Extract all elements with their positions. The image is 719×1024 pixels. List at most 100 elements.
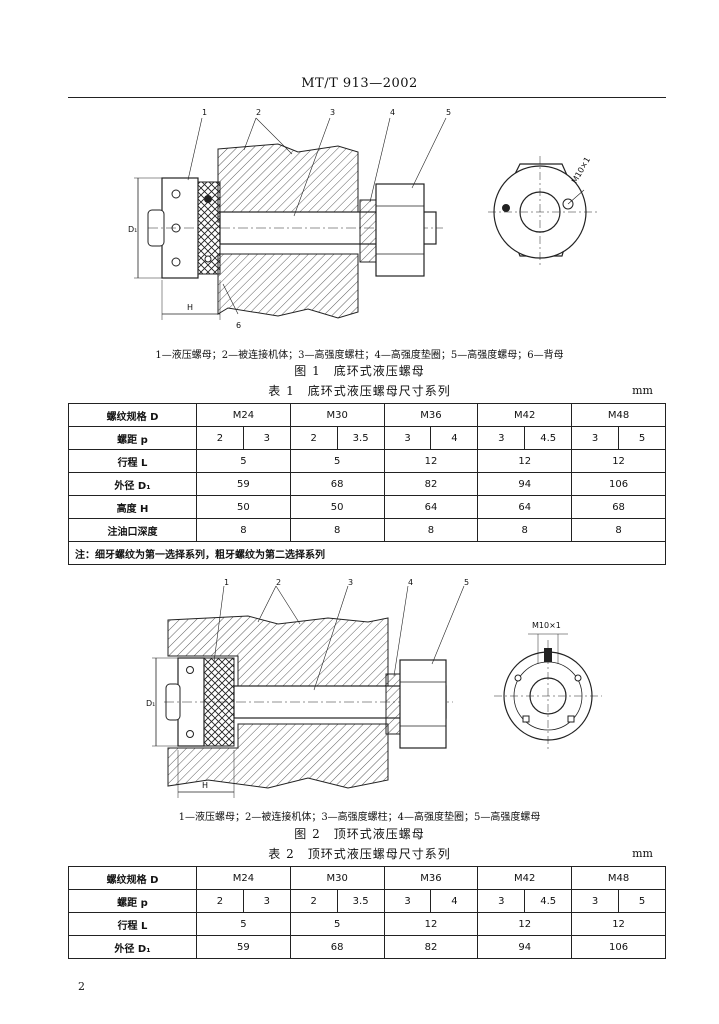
- table-cell: 5: [289, 449, 385, 473]
- table-cell: 3: [477, 889, 526, 913]
- table-row: 螺纹规格 D M24 M30 M36 M42 M48: [68, 866, 666, 890]
- figure-1-title: 图 1 底环式液压螺母: [294, 364, 425, 378]
- page-number: 2: [78, 980, 85, 993]
- table-cell: 12: [383, 912, 479, 936]
- table-cell: M42: [477, 866, 573, 890]
- table-cell: 12: [477, 449, 573, 473]
- figure-1-drawing: 1 2 3 4 5 6 D₁ H M10×1: [68, 104, 666, 336]
- table-row-label: 注油口深度: [68, 518, 197, 542]
- table-cell: 4.5: [524, 889, 573, 913]
- table-cell: 5: [196, 912, 291, 936]
- table-cell: 8: [289, 518, 385, 542]
- table-cell: M48: [571, 403, 666, 427]
- table-cell: 2: [196, 889, 244, 913]
- table-row-label: 高度 H: [68, 495, 197, 519]
- table-1-title: 表 1 底环式液压螺母尺寸系列: [268, 384, 451, 398]
- table-row: 外径 D₁ 59 68 82 94 106: [68, 935, 666, 959]
- header-rule: [68, 97, 666, 98]
- table-cell: 3: [383, 889, 432, 913]
- table-row-label: 螺距 p: [68, 889, 197, 913]
- table-row-label: 行程 L: [68, 912, 197, 936]
- figure-2-drawing: 1 2 3 4 5 D₁ H M10×1: [68, 578, 666, 802]
- table-1: 螺纹规格 D M24 M30 M36 M42 M48 螺距 p 2 3 2 3.…: [68, 403, 666, 565]
- table-cell: 68: [571, 495, 666, 519]
- table-cell: M48: [571, 866, 666, 890]
- table-2-unit: mm: [632, 847, 653, 860]
- table-cell: 4: [430, 426, 479, 450]
- fig2-callout-1: 1: [224, 578, 229, 587]
- table-row: 注：细牙螺纹为第一选择系列，粗牙螺纹为第二选择系列: [68, 541, 666, 565]
- table-cell: 8: [571, 518, 666, 542]
- fig2-callout-5: 5: [464, 578, 469, 587]
- fig1-callout-2: 2: [256, 108, 261, 117]
- fig1-callout-3: 3: [330, 108, 335, 117]
- table-cell: 12: [571, 912, 666, 936]
- table-cell: 5: [196, 449, 291, 473]
- table-cell: 12: [477, 912, 573, 936]
- table-cell: 50: [289, 495, 385, 519]
- table-cell: 5: [618, 426, 666, 450]
- fig1-callout-5: 5: [446, 108, 451, 117]
- table-row-label: 外径 D₁: [68, 472, 197, 496]
- table-row: 螺距 p 2 3 2 3.5 3 4 3 4.5 3 5: [68, 426, 666, 450]
- table-2-title: 表 2 顶环式液压螺母尺寸系列: [268, 847, 451, 861]
- fig1-thread-label: M10×1: [570, 155, 592, 185]
- fig2-callout-4: 4: [408, 578, 413, 587]
- table-header-label: 螺纹规格 D: [68, 866, 197, 890]
- table-cell: 94: [477, 472, 573, 496]
- table-cell: 64: [477, 495, 573, 519]
- table-cell: 106: [571, 472, 666, 496]
- fig1-dim-h: H: [187, 303, 193, 312]
- fig1-dim-d1: D₁: [128, 225, 137, 234]
- table-cell: 64: [383, 495, 479, 519]
- fig2-dim-h: H: [202, 781, 208, 790]
- figure-1-caption: 1—液压螺母；2—被连接机体；3—高强度螺柱；4—高强度垫圈；5—高强度螺母；6…: [155, 350, 564, 361]
- table-cell: 8: [196, 518, 291, 542]
- table-row: 外径 D₁ 59 68 82 94 106: [68, 472, 666, 496]
- table-header-label: 螺纹规格 D: [68, 403, 197, 427]
- table-cell: 3: [242, 889, 291, 913]
- table-cell: 2: [289, 889, 338, 913]
- table-cell: 68: [289, 935, 385, 959]
- fig2-callout-3: 3: [348, 578, 353, 587]
- table-cell: 3.5: [336, 889, 385, 913]
- table-row: 螺纹规格 D M24 M30 M36 M42 M48: [68, 403, 666, 427]
- table-row: 螺距 p 2 3 2 3.5 3 4 3 4.5 3 5: [68, 889, 666, 913]
- table-cell: M24: [196, 866, 291, 890]
- table-cell: M36: [383, 403, 479, 427]
- table-cell: 3.5: [336, 426, 385, 450]
- fig2-dim-d1: D₁: [146, 699, 155, 708]
- standard-code: MT/T 913—2002: [301, 76, 418, 91]
- table-cell: 82: [383, 935, 479, 959]
- table-cell: M30: [289, 866, 385, 890]
- table-cell: M36: [383, 866, 479, 890]
- table-cell: 8: [477, 518, 573, 542]
- table-cell: 59: [196, 935, 291, 959]
- table-row: 高度 H 50 50 64 64 68: [68, 495, 666, 519]
- table-cell: 2: [289, 426, 338, 450]
- table-cell: 12: [571, 449, 666, 473]
- table-cell: 50: [196, 495, 291, 519]
- table-cell: 4: [430, 889, 479, 913]
- table-cell: M42: [477, 403, 573, 427]
- table-cell: 4.5: [524, 426, 573, 450]
- table-cell: 3: [571, 426, 620, 450]
- table-cell: 106: [571, 935, 666, 959]
- figure-2-caption: 1—液压螺母；2—被连接机体；3—高强度螺柱；4—高强度垫圈；5—高强度螺母: [178, 812, 541, 823]
- table-cell: 3: [571, 889, 620, 913]
- table-1-unit: mm: [632, 384, 653, 397]
- table-row-label: 外径 D₁: [68, 935, 197, 959]
- table-row: 注油口深度 8 8 8 8 8: [68, 518, 666, 542]
- table-cell: 5: [618, 889, 666, 913]
- table-cell: 3: [477, 426, 526, 450]
- fig1-callout-1: 1: [202, 108, 207, 117]
- fig2-thread-label: M10×1: [532, 621, 561, 630]
- table-cell: 68: [289, 472, 385, 496]
- table-cell: 3: [242, 426, 291, 450]
- fig1-callout-4: 4: [390, 108, 395, 117]
- fig2-callout-2: 2: [276, 578, 281, 587]
- table-cell: 12: [383, 449, 479, 473]
- table-row: 行程 L 5 5 12 12 12: [68, 449, 666, 473]
- table-cell: 94: [477, 935, 573, 959]
- table-cell: 59: [196, 472, 291, 496]
